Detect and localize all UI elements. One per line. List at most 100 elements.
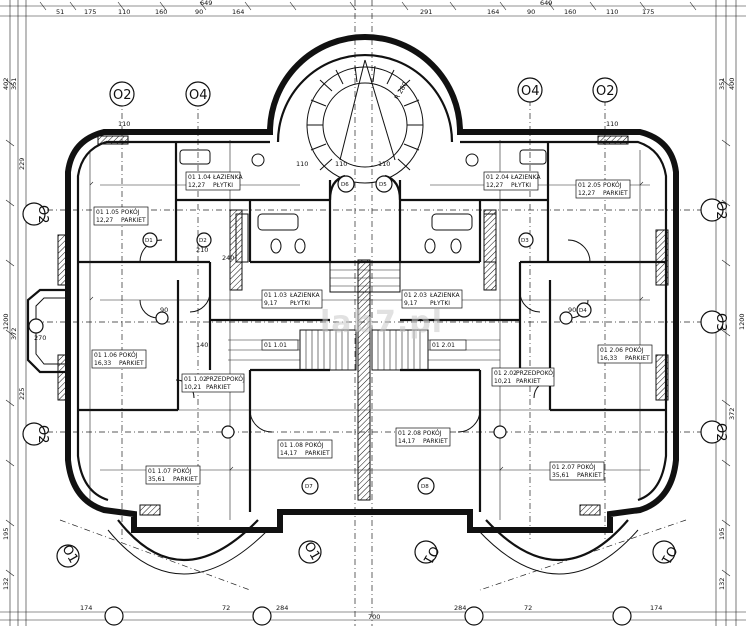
room-number: 01 2.01 (432, 342, 455, 349)
room-area: 9,17 (264, 300, 278, 307)
right-chain-5: 195 (718, 528, 726, 540)
top-chain-7: 164 (487, 8, 499, 16)
room-number: 01 2.02 (494, 370, 517, 377)
axis-left-0: O2 (35, 205, 50, 224)
door-tag-d1: D1 (145, 238, 153, 244)
door-tag-d5: D5 (379, 182, 387, 188)
door-tag-d6: D6 (341, 182, 349, 188)
room-name: ŁAZIENKA (212, 174, 243, 181)
right-chain-3: 1200 (738, 313, 746, 330)
axis-right-2: O2 (713, 423, 728, 442)
room-2-04: 01 2.04 ŁAZIENKA 12,27 PŁYTKI (483, 171, 541, 191)
door-tag-d3: D3 (521, 238, 529, 244)
left-chain-0: 402 (2, 78, 10, 90)
left-chain-7: 132 (2, 578, 10, 590)
room-1-06: 01 1.06 POKÓJ 16,33 PARKIET (91, 349, 147, 369)
room-finish: PARKIET (516, 378, 541, 385)
room-area: 16,33 (94, 360, 111, 367)
left-chain-3: 1200 (2, 313, 10, 330)
misc-dim-1: 270 (34, 334, 46, 342)
room-1-05: 01 1.05 POKÓJ 12,27 PARKIET (93, 206, 149, 226)
axis-right-1: O3 (713, 313, 728, 332)
bottom-chain-5: 72 (524, 604, 532, 612)
room-number: 01 2.05 (578, 182, 601, 189)
room-area: 35,61 (148, 476, 165, 483)
top-chain-4: 90 (195, 8, 203, 16)
room-name: PRZEDPOKÓJ (516, 370, 555, 377)
room-number: 01 1.04 (188, 174, 211, 181)
room-2-02: 01 2.02 PRZEDPOKÓJ 10,21 PARKIET (491, 367, 555, 387)
room-1-08: 01 1.08 POKÓJ 14,17 PARKIET (277, 439, 333, 459)
hatched-wall-blocks (57, 135, 669, 516)
room-area: 14,17 (280, 450, 297, 457)
room-area: 16,33 (600, 355, 617, 362)
room-name: ŁAZIENKA (289, 292, 320, 299)
left-chain-2: 229 (18, 158, 26, 170)
room-name: POKÓJ (173, 468, 192, 475)
room-2-06: 01 2.06 POKÓJ 16,33 PARKIET (597, 344, 653, 364)
right-chain-0: 351 (718, 78, 726, 90)
axis-top-2: O4 (521, 84, 540, 99)
right-chain-1: 400 (728, 78, 736, 90)
top-total-right: 649 (540, 0, 552, 7)
room-finish: PARKIET (577, 472, 602, 479)
room-number: 01 2.03 (404, 292, 427, 299)
room-area: 14,17 (398, 438, 415, 445)
room-name: POKÓJ (423, 430, 442, 437)
room-name: PRZEDPOKÓJ (206, 376, 245, 383)
top-total-left: 649 (200, 0, 212, 7)
room-number: 01 1.06 (94, 352, 117, 359)
room-finish: PARKIET (603, 190, 628, 197)
bottom-chain-1: 72 (222, 604, 230, 612)
top-chain-8: 90 (527, 8, 535, 16)
room-area: 35,61 (552, 472, 569, 479)
room-area: 9,17 (404, 300, 418, 307)
interior-dimension-labels: 110 270 90 210 140 240 90 110 (34, 120, 618, 349)
room-1-04: 01 1.04 ŁAZIENKA 12,27 PŁYTKI (185, 171, 243, 191)
top-chain-10: 110 (606, 8, 618, 16)
door-tag-d2: D2 (199, 238, 207, 244)
room-2-05: 01 2.05 POKÓJ 12,27 PARKIET (575, 179, 631, 199)
left-chain-4: 372 (10, 328, 18, 340)
axis-left-1: O2 (35, 425, 50, 444)
door-tag-d8: D8 (421, 484, 429, 490)
watermark: lab7.pl (320, 305, 443, 340)
room-finish: PARKIET (625, 355, 650, 362)
room-labels: 01 1.04 ŁAZIENKA 12,27 PŁYTKI 01 1.05 PO… (91, 171, 653, 485)
room-finish: PARKIET (121, 217, 146, 224)
misc-dim-2: 90 (160, 306, 168, 314)
left-dimension-labels: 402 351 229 1200 372 225 195 132 (2, 78, 26, 590)
misc-dim-4: 140 (196, 341, 208, 349)
door-tag-d4: D4 (579, 308, 587, 314)
room-number: 01 1.02 (184, 376, 207, 383)
room-finish: PŁYTKI (290, 300, 310, 307)
room-area: 12,27 (578, 190, 595, 197)
room-finish: PARKIET (305, 450, 330, 457)
top-dimension-labels: 649 649 51 175 110 160 90 164 291 164 90… (56, 0, 654, 16)
top-chain-5: 164 (232, 8, 244, 16)
axis-top-0: O2 (113, 88, 132, 103)
right-chain-6: 132 (718, 578, 726, 590)
bottom-dimension-labels: 174 72 284 700 284 72 174 (80, 604, 662, 621)
room-area: 10,21 (494, 378, 511, 385)
room-number: 01 2.06 (600, 347, 623, 354)
axis-top-1: O4 (189, 88, 208, 103)
room-2-01: 01 2.01 (429, 339, 467, 351)
top-chain-3: 160 (155, 8, 167, 16)
room-number: 01 2.04 (486, 174, 509, 181)
misc-dim-0: 110 (118, 120, 130, 128)
room-number: 01 1.07 (148, 468, 171, 475)
left-chain-5: 225 (18, 388, 26, 400)
room-1-07: 01 1.07 POKÓJ 35,61 PARKIET (145, 465, 201, 485)
room-finish: PŁYTKI (213, 182, 233, 189)
room-2-07: 01 2.07 POKÓJ 35,61 PARKIET (549, 461, 605, 481)
top-chain-1: 175 (84, 8, 96, 16)
bottom-chain-4: 284 (454, 604, 466, 612)
room-finish: PARKIET (206, 384, 231, 391)
room-1-03: 01 1.03 ŁAZIENKA 9,17 PŁYTKI (261, 289, 323, 309)
door-tags: D6 D5 D2 D3 D1 D4 D7 D8 (28, 175, 592, 495)
room-name: POKÓJ (603, 182, 622, 189)
room-2-08: 01 2.08 POKÓJ 14,17 PARKIET (395, 427, 451, 447)
